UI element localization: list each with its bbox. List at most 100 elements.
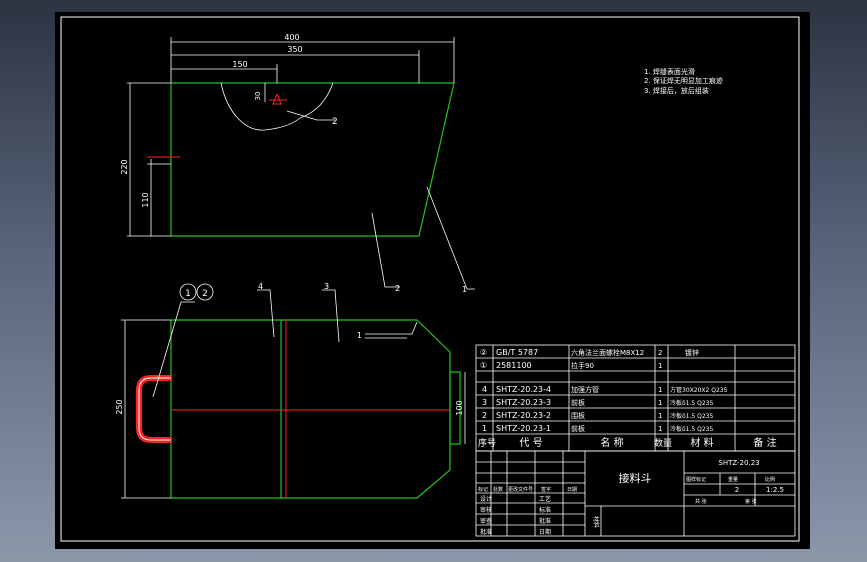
dim-250: 250 bbox=[115, 399, 124, 414]
tb-drawing-code: SHTZ-20.23 bbox=[718, 459, 759, 467]
balloon-1-top: 1 bbox=[462, 285, 467, 294]
balloon-c2: 2 bbox=[202, 289, 208, 299]
leader-c2-top bbox=[286, 110, 335, 121]
drawing-canvas: 400 350 150 30 220 110 2 1 2 250 100 4 3 bbox=[60, 16, 800, 542]
bom-row-4-qty: 1 bbox=[658, 399, 662, 407]
bom-row-1-mat: 镀锌 bbox=[685, 348, 699, 357]
bom-row-6-qty: 1 bbox=[658, 425, 662, 433]
balloon-c1-circle bbox=[179, 283, 197, 301]
dim-220: 220 bbox=[120, 159, 129, 174]
tb-h-weight: 重量 bbox=[728, 476, 738, 483]
tb-role2-date: 日期 bbox=[539, 528, 551, 536]
tb-qty: 2 bbox=[735, 486, 739, 494]
bom-header-mat: 材 料 bbox=[690, 436, 713, 449]
bom-row-1-qty: 2 bbox=[658, 349, 662, 357]
bom-table: ② GB/T 5787 六角法兰面螺栓M8X12 2 镀锌 ① 2581100 … bbox=[475, 344, 796, 452]
tb-role2-approve: 批准 bbox=[539, 517, 551, 525]
bom-row-3-code: SHTZ-20.23-4 bbox=[496, 385, 551, 394]
top-view-cutout bbox=[220, 82, 334, 131]
bom-row-2-code: 2581100 bbox=[496, 361, 532, 370]
tb-part-name: 接料斗 bbox=[619, 471, 652, 485]
bom-row-1-name: 六角法兰面螺栓M8X12 bbox=[571, 348, 644, 357]
bom-row-4-code: SHTZ-20.23-3 bbox=[496, 398, 551, 407]
part-marker bbox=[365, 321, 418, 335]
sheet-border bbox=[60, 16, 800, 542]
dim-100: 100 bbox=[455, 400, 464, 415]
tb-sign-date: 日期 bbox=[567, 487, 577, 493]
leader-2-top bbox=[371, 212, 400, 288]
balloon-2-top: 2 bbox=[395, 284, 400, 293]
tb-sign-file: 更改文件号 bbox=[508, 486, 533, 493]
bom-row-2-name: 拉手90 bbox=[571, 361, 594, 370]
tb-role-design: 设计 bbox=[480, 495, 492, 503]
tb-sheet-no: 第 张 bbox=[745, 498, 757, 505]
bom-row-1-no: ② bbox=[480, 348, 487, 357]
bom-row-5-qty: 1 bbox=[658, 412, 662, 420]
tb-role-approve: 批准 bbox=[480, 528, 492, 536]
bom-row-5-mat: 冷板δ1.5 Q235 bbox=[670, 412, 713, 420]
leader-c1c2 bbox=[152, 301, 195, 398]
tb-h-scale: 比例 bbox=[765, 476, 775, 483]
leader-4 bbox=[257, 289, 275, 338]
dim-110: 110 bbox=[141, 192, 150, 207]
bom-row-1-code: GB/T 5787 bbox=[496, 348, 538, 357]
tb-role-review: 审核 bbox=[480, 506, 492, 514]
drawing-sheet: 400 350 150 30 220 110 2 1 2 250 100 4 3 bbox=[55, 12, 810, 549]
bom-header-code: 代 号 bbox=[519, 437, 542, 449]
tb-role2-process: 工艺 bbox=[539, 495, 551, 503]
bom-header-name: 名 称 bbox=[600, 436, 623, 449]
dim-400: 400 bbox=[284, 33, 299, 42]
bom-row-3-qty: 1 bbox=[658, 386, 662, 394]
tb-sign-sig: 签字 bbox=[541, 486, 551, 493]
bom-row-5-code: SHTZ-20.23-2 bbox=[496, 411, 551, 420]
tb-sign-count: 处数 bbox=[493, 486, 503, 493]
tb-role2-standard: 标准 bbox=[539, 506, 551, 514]
bom-row-4-name: 前板 bbox=[571, 398, 585, 407]
tb-h-stage: 图样标记 bbox=[686, 476, 706, 483]
bom-row-5-no: 2 bbox=[482, 411, 487, 420]
tb-material-label: 材料 bbox=[592, 516, 600, 528]
bom-row-2-qty: 1 bbox=[658, 362, 662, 370]
note-3: 3. 焊接后，放后组装 bbox=[644, 86, 709, 95]
dim-150: 150 bbox=[232, 60, 247, 69]
bom-row-6-code: SHTZ-20.23-1 bbox=[496, 424, 551, 433]
bom-row-3-name: 加强方管 bbox=[571, 385, 599, 394]
note-2: 2. 保证焊无明显加工痕迹 bbox=[644, 76, 723, 85]
bom-row-4-no: 3 bbox=[482, 398, 487, 407]
balloon-c1-front: 1 bbox=[357, 331, 362, 340]
bom-row-6-name: 前板 bbox=[571, 424, 585, 433]
handle-inner bbox=[138, 377, 171, 441]
balloon-3: 3 bbox=[324, 282, 329, 291]
tb-sign-mark: 标记 bbox=[478, 486, 488, 493]
tb-sheet-total: 共 张 bbox=[695, 498, 707, 505]
dim-350: 350 bbox=[287, 45, 302, 54]
note-1: 1. 焊缝表面光滑 bbox=[644, 67, 695, 76]
balloon-4: 4 bbox=[258, 282, 263, 291]
title-block: 标记 处数 更改文件号 签字 日期 设计 审核 审查 批准 工艺 标准 批准 日… bbox=[475, 450, 796, 537]
technical-notes: 1. 焊缝表面光滑 2. 保证焊无明显加工痕迹 3. 焊接后，放后组装 bbox=[644, 67, 723, 95]
bom-row-6-mat: 冷板δ1.5 Q235 bbox=[670, 425, 713, 433]
tb-role-check: 审查 bbox=[480, 517, 492, 525]
title-block-frame bbox=[475, 450, 796, 537]
bom-row-5-name: 围板 bbox=[571, 411, 585, 420]
bom-row-6-no: 1 bbox=[482, 424, 487, 433]
hole-mark bbox=[272, 93, 282, 105]
leader-3 bbox=[322, 289, 340, 343]
balloon-c2-top: 2 bbox=[332, 117, 338, 127]
top-view-outline bbox=[170, 82, 455, 237]
bom-header-note: 备 注 bbox=[753, 436, 776, 449]
bom-header-qty: 数量 bbox=[654, 437, 672, 449]
balloon-c2-circle bbox=[196, 283, 214, 301]
bom-row-2-no: ① bbox=[480, 361, 487, 370]
bom-row-3-mat: 方管30X20X2 Q235 bbox=[670, 386, 728, 394]
leader-1-top bbox=[426, 186, 475, 290]
top-view: 400 350 150 30 220 110 2 1 2 bbox=[120, 33, 475, 294]
balloon-c1: 1 bbox=[185, 289, 191, 299]
bom-header-no: 序号 bbox=[478, 437, 496, 449]
handle bbox=[136, 375, 171, 443]
front-view-outline bbox=[170, 319, 451, 499]
front-view: 250 100 4 3 1 2 1 bbox=[115, 282, 466, 499]
bom-row-3-no: 4 bbox=[482, 385, 487, 394]
dim-30: 30 bbox=[254, 92, 262, 101]
outlet-flange bbox=[449, 371, 461, 445]
